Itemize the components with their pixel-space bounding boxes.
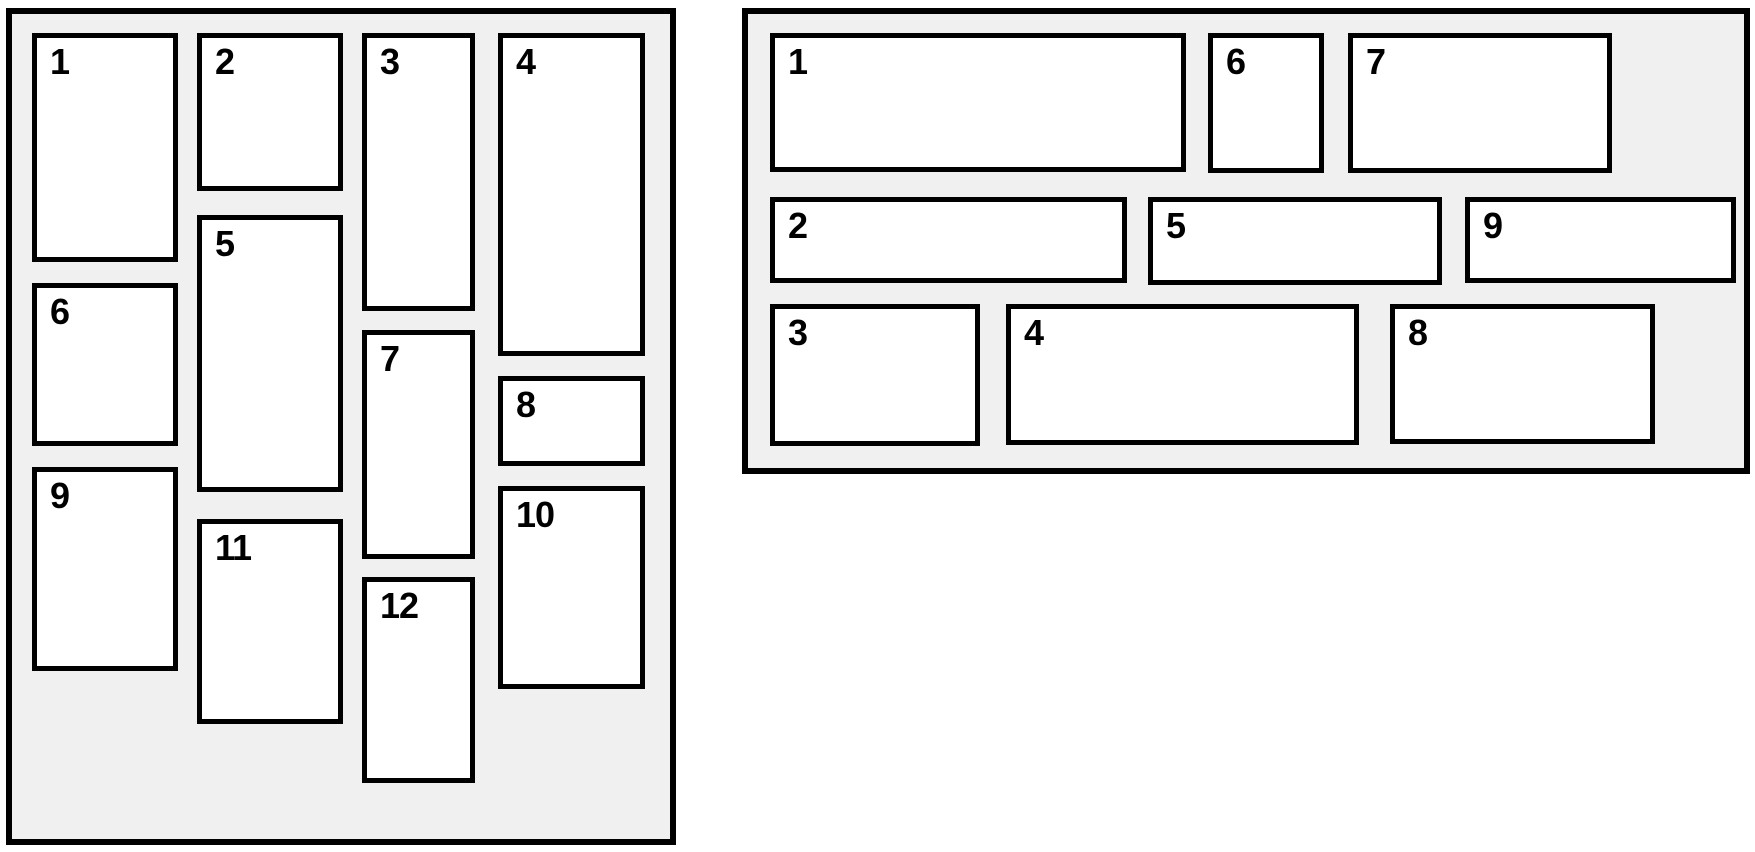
horizontal-masonry-panel-box-4: 4: [1006, 304, 1359, 445]
box-number-label: 8: [516, 384, 536, 425]
box-number-label: 3: [788, 312, 808, 353]
horizontal-masonry-panel-box-9: 9: [1465, 197, 1736, 283]
box-number-label: 5: [215, 223, 235, 264]
vertical-masonry-panel-box-9: 9: [32, 467, 178, 671]
horizontal-masonry-panel-box-1: 1: [770, 33, 1186, 172]
vertical-masonry-panel-box-12: 12: [362, 577, 475, 783]
box-number-label: 6: [1226, 41, 1246, 82]
vertical-masonry-panel-box-11: 11: [197, 519, 343, 724]
horizontal-masonry-panel-box-6: 6: [1208, 33, 1324, 173]
vertical-masonry-panel-box-2: 2: [197, 33, 343, 191]
box-number-label: 2: [788, 205, 808, 246]
vertical-masonry-panel-box-1: 1: [32, 33, 178, 262]
box-number-label: 9: [50, 475, 70, 516]
vertical-masonry-panel-box-7: 7: [362, 330, 475, 559]
box-number-label: 5: [1166, 205, 1186, 246]
vertical-masonry-panel-box-6: 6: [32, 283, 178, 446]
box-number-label: 10: [516, 494, 555, 535]
horizontal-masonry-panel-box-3: 3: [770, 304, 980, 446]
horizontal-masonry-panel-box-5: 5: [1148, 197, 1442, 285]
box-number-label: 6: [50, 291, 70, 332]
box-number-label: 12: [380, 585, 419, 626]
box-number-label: 7: [380, 338, 400, 379]
horizontal-masonry-panel-box-8: 8: [1390, 304, 1655, 444]
box-number-label: 2: [215, 41, 235, 82]
box-number-label: 3: [380, 41, 400, 82]
box-number-label: 7: [1366, 41, 1386, 82]
box-number-label: 4: [516, 41, 536, 82]
vertical-masonry-panel-box-8: 8: [498, 376, 645, 466]
horizontal-masonry-panel-box-7: 7: [1348, 33, 1612, 173]
horizontal-masonry-panel-box-2: 2: [770, 197, 1127, 283]
horizontal-masonry-panel: 1 6 7 2 5 9 3 4 8: [742, 8, 1750, 474]
vertical-masonry-panel-box-4: 4: [498, 33, 645, 356]
box-number-label: 1: [788, 41, 808, 82]
vertical-masonry-panel-box-3: 3: [362, 33, 475, 311]
box-number-label: 4: [1024, 312, 1044, 353]
box-number-label: 11: [215, 527, 252, 568]
vertical-masonry-panel-box-10: 10: [498, 486, 645, 689]
box-number-label: 1: [50, 41, 70, 82]
box-number-label: 9: [1483, 205, 1503, 246]
box-number-label: 8: [1408, 312, 1428, 353]
vertical-masonry-panel-box-5: 5: [197, 215, 343, 492]
